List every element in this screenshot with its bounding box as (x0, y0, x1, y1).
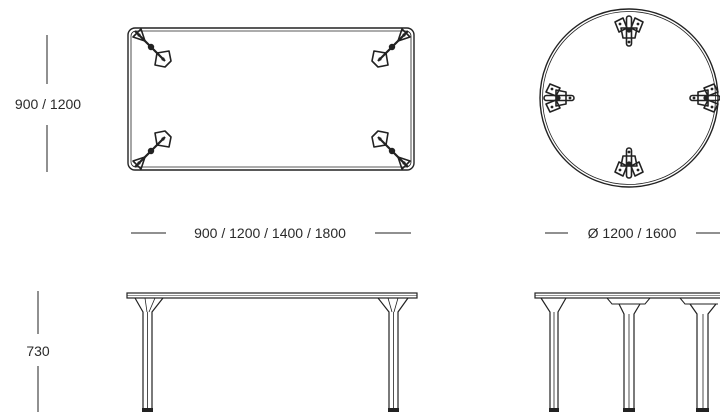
rect-leg-bottom-left (131, 129, 173, 171)
round-leg-bottom (614, 147, 644, 179)
round-diameter-label: Ø 1200 / 1600 (588, 225, 677, 241)
rect-side-leg-right (377, 297, 409, 412)
rect-leg-bottom-right (370, 129, 412, 171)
height-dimension: 730 (26, 291, 50, 412)
rect-leg-top-left (131, 27, 173, 69)
round-side-leg-right (679, 297, 718, 412)
rect-side-leg-left (134, 297, 164, 412)
round-table-side-view (534, 292, 720, 412)
rect-depth-dimension: 900 / 1200 (15, 35, 81, 172)
round-leg-top (614, 15, 644, 47)
round-side-leg-left (540, 297, 567, 412)
round-leg-left (543, 83, 575, 113)
round-diameter-dimension: Ø 1200 / 1600 (545, 225, 720, 241)
rect-table-side-view (126, 292, 418, 412)
rect-depth-label: 900 / 1200 (15, 96, 81, 112)
round-side-leg-center (606, 297, 651, 412)
rect-length-label: 900 / 1200 / 1400 / 1800 (194, 225, 346, 241)
rect-table-top-view (127, 27, 415, 171)
round-table-top-view (539, 8, 720, 188)
height-label: 730 (26, 343, 50, 359)
rect-length-dimension: 900 / 1200 / 1400 / 1800 (131, 225, 411, 241)
rect-leg-top-right (370, 27, 412, 69)
